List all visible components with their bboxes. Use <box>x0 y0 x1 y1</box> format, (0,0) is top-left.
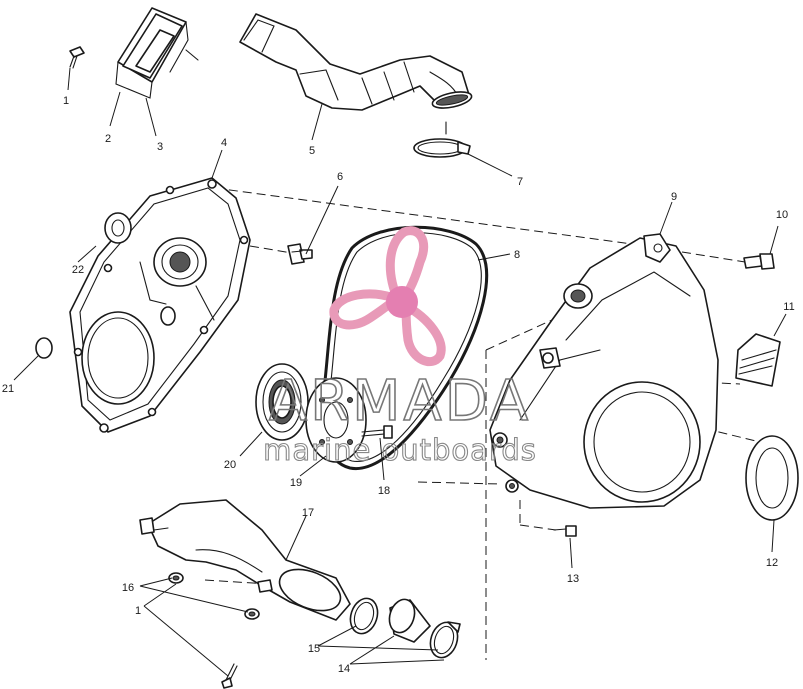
callout-13: 13 <box>567 573 579 585</box>
part-6-bolt <box>287 243 313 265</box>
part-11-decal <box>735 333 781 387</box>
part-1-screw-bottom <box>221 663 238 689</box>
callout-21: 21 <box>2 383 14 395</box>
part-9-outer-clutch-cover <box>489 233 719 509</box>
callout-4: 4 <box>221 137 227 149</box>
callout-20: 20 <box>224 459 236 471</box>
part-16-washers <box>168 572 273 620</box>
callout-2: 2 <box>105 133 111 145</box>
callout-18: 18 <box>378 485 390 497</box>
part-2-3-intake-boot <box>115 7 199 99</box>
callout-14: 14 <box>338 663 350 675</box>
leader-lines <box>13 67 787 677</box>
part-12-gasket <box>745 435 799 521</box>
watermark-tagline: marine outboards <box>263 433 537 467</box>
part-20-seal <box>255 363 309 441</box>
part-7-hose-clamp <box>413 121 471 158</box>
propeller-logo-icon <box>329 226 446 366</box>
part-18-screw <box>361 425 393 439</box>
watermark-brand: ARMADA <box>269 369 531 434</box>
callout-labels: 1 2 3 4 5 6 7 8 9 10 11 12 13 14 15 16 1… <box>2 95 795 675</box>
callout-7: 7 <box>517 176 523 188</box>
callout-22: 22 <box>72 264 84 276</box>
propeller-blade-top <box>385 226 429 306</box>
part-4-inner-clutch-cover <box>69 177 251 433</box>
propeller-blade-right <box>401 298 446 366</box>
part-22-grommet <box>104 212 132 244</box>
part-19-plate <box>305 377 367 463</box>
callout-3: 3 <box>157 141 163 153</box>
part-10-screw <box>743 253 775 270</box>
callout-17: 17 <box>302 507 314 519</box>
callout-5: 5 <box>309 145 315 157</box>
callout-9: 9 <box>671 191 677 203</box>
part-13-screw <box>553 525 577 537</box>
callout-1-top: 1 <box>63 95 69 107</box>
part-17-outlet-duct <box>139 499 351 621</box>
callout-10: 10 <box>776 209 788 221</box>
propeller-blade-left <box>329 289 399 330</box>
propeller-hub <box>386 286 418 318</box>
callout-19: 19 <box>290 477 302 489</box>
callout-11: 11 <box>783 301 794 313</box>
callout-16: 16 <box>122 582 134 594</box>
callout-1-bottom: 1 <box>135 605 141 617</box>
part-5-intake-duct <box>239 13 473 111</box>
callout-15: 15 <box>308 643 320 655</box>
watermark: ARMADA marine outboards <box>263 226 537 468</box>
callout-12: 12 <box>766 557 778 569</box>
callout-8: 8 <box>514 249 520 261</box>
part-8-drive-belt <box>320 225 489 471</box>
part-14-15-clamps-coupler <box>349 597 461 659</box>
part-1-screw-top <box>69 46 85 69</box>
callout-6: 6 <box>337 171 343 183</box>
part-21-seal-ring <box>35 337 53 359</box>
